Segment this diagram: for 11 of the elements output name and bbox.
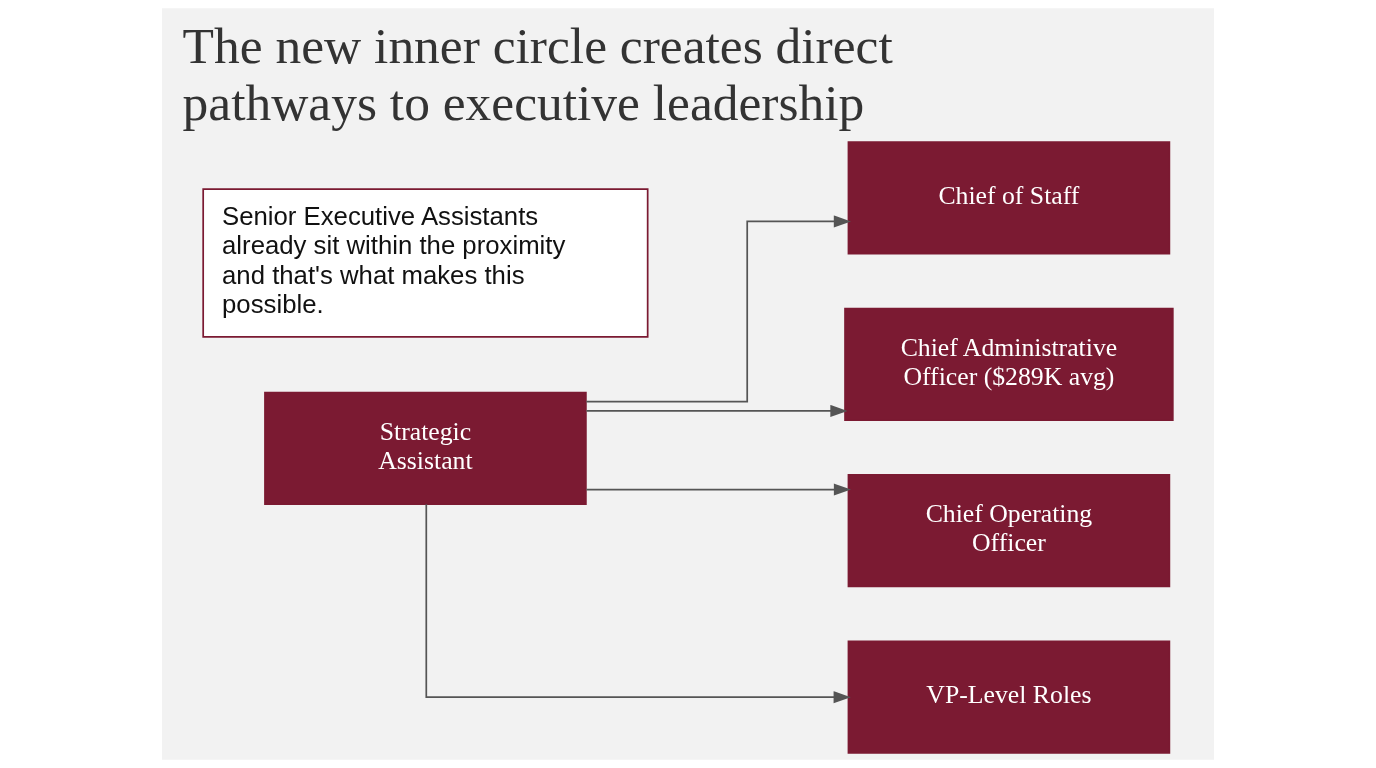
node-box: Senior Executive Assistants already sit within the proximity and that's what makes this possible. [202, 188, 649, 338]
node-box: Strategic Assistant [264, 391, 587, 505]
node-box: Chief Operating Officer [847, 474, 1171, 588]
arrow [585, 215, 851, 403]
arrow [585, 404, 848, 417]
arrow [425, 503, 851, 704]
node-box: Chief Administrative Officer ($289K avg) [844, 307, 1174, 421]
arrow [585, 483, 852, 496]
diagram-title: The new inner circle creates direct pathways to executive leadership [182, 17, 893, 131]
node-box: Chief of Staff [847, 141, 1171, 255]
node-box: VP-Level Roles [847, 640, 1171, 754]
